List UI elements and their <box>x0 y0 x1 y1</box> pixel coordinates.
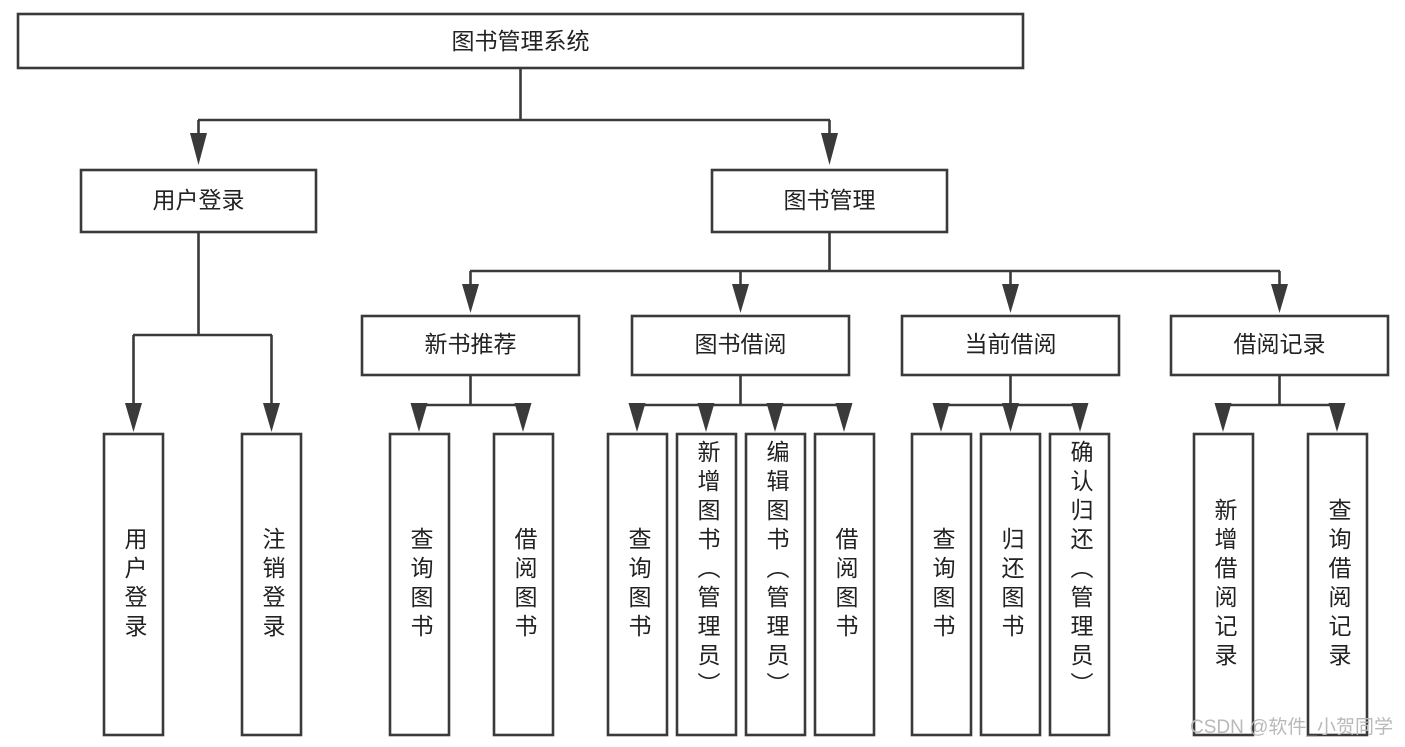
node-leaf-5-box[interactable] <box>606 432 669 737</box>
leaf-box-group <box>102 432 1369 737</box>
node-root-box[interactable] <box>16 12 1025 70</box>
connector-group-bookmgr <box>462 232 1288 313</box>
node-borrow[interactable]: 图书借阅 <box>630 314 851 377</box>
arrow-head-record <box>1271 284 1288 313</box>
arrow-head-leaf-5 <box>628 403 646 432</box>
node-bookmgr-label: 图书管理 <box>784 187 876 213</box>
arrow-head-newbook <box>462 284 479 313</box>
arrow-head-leaf-2 <box>263 403 280 432</box>
connector-group-newbook <box>410 375 532 432</box>
arrow-head-leaf-11 <box>1071 403 1089 432</box>
arrow-head-leaf-7 <box>766 403 784 432</box>
arrow-head-current <box>1002 284 1019 313</box>
connector-group-root <box>190 68 838 165</box>
node-current-label: 当前借阅 <box>965 331 1057 357</box>
node-leaf-8-box[interactable] <box>813 432 876 737</box>
arrow-head-bookmgr <box>821 133 838 165</box>
arrow-head-leaf-13 <box>1328 403 1346 432</box>
node-leaf-7-box[interactable] <box>744 432 807 737</box>
csdn-watermark: CSDN @软件_小贺同学 <box>1190 717 1393 738</box>
arrow-head-login <box>190 133 207 165</box>
connector-group-record <box>1214 375 1346 432</box>
node-bookmgr[interactable]: 图书管理 <box>710 168 949 234</box>
node-leaf-13-box[interactable] <box>1306 432 1369 737</box>
arrow-head-leaf-3 <box>410 403 428 432</box>
node-record-box[interactable] <box>1169 314 1390 377</box>
node-leaf-12-box[interactable] <box>1192 432 1255 737</box>
node-leaf-2-box[interactable] <box>240 432 303 737</box>
arrow-head-leaf-12 <box>1214 403 1232 432</box>
node-login-box[interactable] <box>79 168 318 234</box>
node-current[interactable]: 当前借阅 <box>900 314 1121 377</box>
node-leaf-1-box[interactable] <box>102 432 165 737</box>
node-leaf-9-box[interactable] <box>910 432 973 737</box>
arrow-head-borrow <box>732 284 749 313</box>
node-record-label: 借阅记录 <box>1234 331 1326 357</box>
node-borrow-box[interactable] <box>630 314 851 377</box>
arrow-head-leaf-8 <box>835 403 853 432</box>
connector-group-borrow <box>628 375 853 432</box>
node-root-label: 图书管理系统 <box>452 28 590 54</box>
arrow-head-leaf-9 <box>932 403 950 432</box>
node-record[interactable]: 借阅记录 <box>1169 314 1390 377</box>
node-newbook[interactable]: 新书推荐 <box>360 314 581 377</box>
node-login[interactable]: 用户登录 <box>79 168 318 234</box>
arrow-head-leaf-6 <box>697 403 715 432</box>
connector-group-login <box>125 232 280 432</box>
connector-group-current <box>932 375 1089 432</box>
arrow-head-leaf-10 <box>1002 403 1019 432</box>
arrow-head-leaf-4 <box>514 403 532 432</box>
node-borrow-label: 图书借阅 <box>695 331 787 357</box>
node-newbook-box[interactable] <box>360 314 581 377</box>
node-bookmgr-box[interactable] <box>710 168 949 234</box>
node-leaf-10-box[interactable] <box>979 432 1042 737</box>
node-current-box[interactable] <box>900 314 1121 377</box>
node-leaf-11-box[interactable] <box>1048 432 1111 737</box>
node-leaf-6-box[interactable] <box>675 432 738 737</box>
node-newbook-label: 新书推荐 <box>425 331 517 357</box>
node-leaf-3-box[interactable] <box>388 432 451 737</box>
node-root[interactable]: 图书管理系统 <box>16 12 1025 70</box>
arrow-head-leaf-1 <box>125 403 142 432</box>
node-leaf-4-box[interactable] <box>492 432 555 737</box>
node-login-label: 用户登录 <box>153 187 245 213</box>
